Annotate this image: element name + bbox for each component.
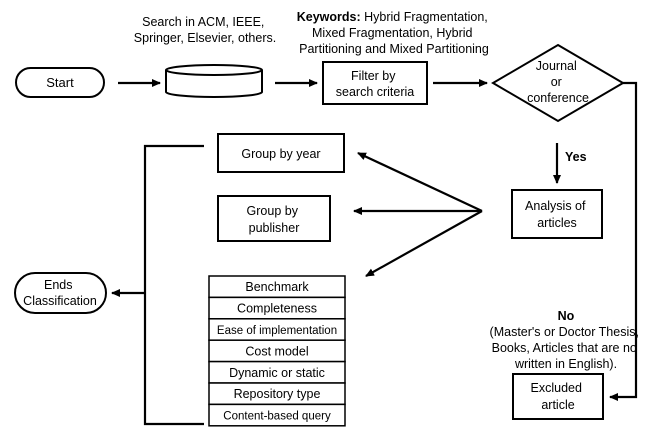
group-by-year-label: Group by year — [241, 147, 320, 161]
keywords-text: Keywords: Hybrid Fragmentation, Mixed Fr… — [297, 10, 492, 56]
yes-label: Yes — [565, 150, 587, 164]
criteria-row: Completeness — [208, 296, 346, 320]
no-reason-text: (Master's or Doctor Thesis, Books, Artic… — [490, 325, 643, 371]
criteria-row: Cost model — [208, 339, 346, 363]
arrow-analysis-to-group-year — [357, 152, 483, 212]
ends-label: Ends Classification — [23, 278, 97, 308]
start-node: Start — [15, 67, 105, 98]
start-label: Start — [46, 75, 74, 90]
criteria-row: Dynamic or static — [208, 360, 346, 384]
criteria-row: Ease of implementation — [208, 318, 346, 341]
group-by-year-node: Group by year — [217, 133, 345, 173]
analysis-node: Analysis of articles — [511, 189, 603, 239]
criteria-label: Content-based query — [223, 411, 331, 423]
criteria-label: Cost model — [245, 344, 308, 358]
excluded-node: Excluded article — [512, 373, 604, 420]
analysis-label: Analysis of articles — [525, 199, 589, 230]
group-by-publisher-node: Group by publisher — [217, 195, 331, 242]
criteria-row: Content-based query — [208, 403, 346, 427]
journal-decision-node: Journal or conference — [491, 43, 625, 123]
arrow-analysis-to-criteria — [365, 210, 483, 277]
keywords-title: Keywords: — [297, 10, 361, 24]
criteria-label: Completeness — [237, 302, 317, 316]
arrow-decision-no-to-excluded — [609, 81, 638, 401]
criteria-label: Dynamic or static — [229, 366, 325, 380]
criteria-label: Ease of implementation — [217, 325, 337, 337]
decision-label: Journal or conference — [527, 59, 589, 105]
criteria-row: Repository type — [208, 382, 346, 406]
ends-node: Ends Classification — [14, 272, 107, 314]
filter-node: Filter by search criteria — [322, 61, 428, 105]
no-label: No — [558, 309, 575, 323]
source-caption: Search in ACM, IEEE, Springer, Elsevier,… — [134, 15, 276, 45]
criteria-label: Repository type — [234, 387, 321, 401]
bracket-to-ends — [143, 144, 204, 426]
excluded-label: Excluded article — [531, 381, 586, 412]
criteria-label: Benchmark — [245, 280, 309, 294]
group-by-publisher-label: Group by publisher — [247, 204, 302, 235]
criteria-row: Benchmark — [208, 275, 346, 299]
filter-label: Filter by search criteria — [336, 69, 415, 99]
database-icon — [165, 64, 263, 98]
